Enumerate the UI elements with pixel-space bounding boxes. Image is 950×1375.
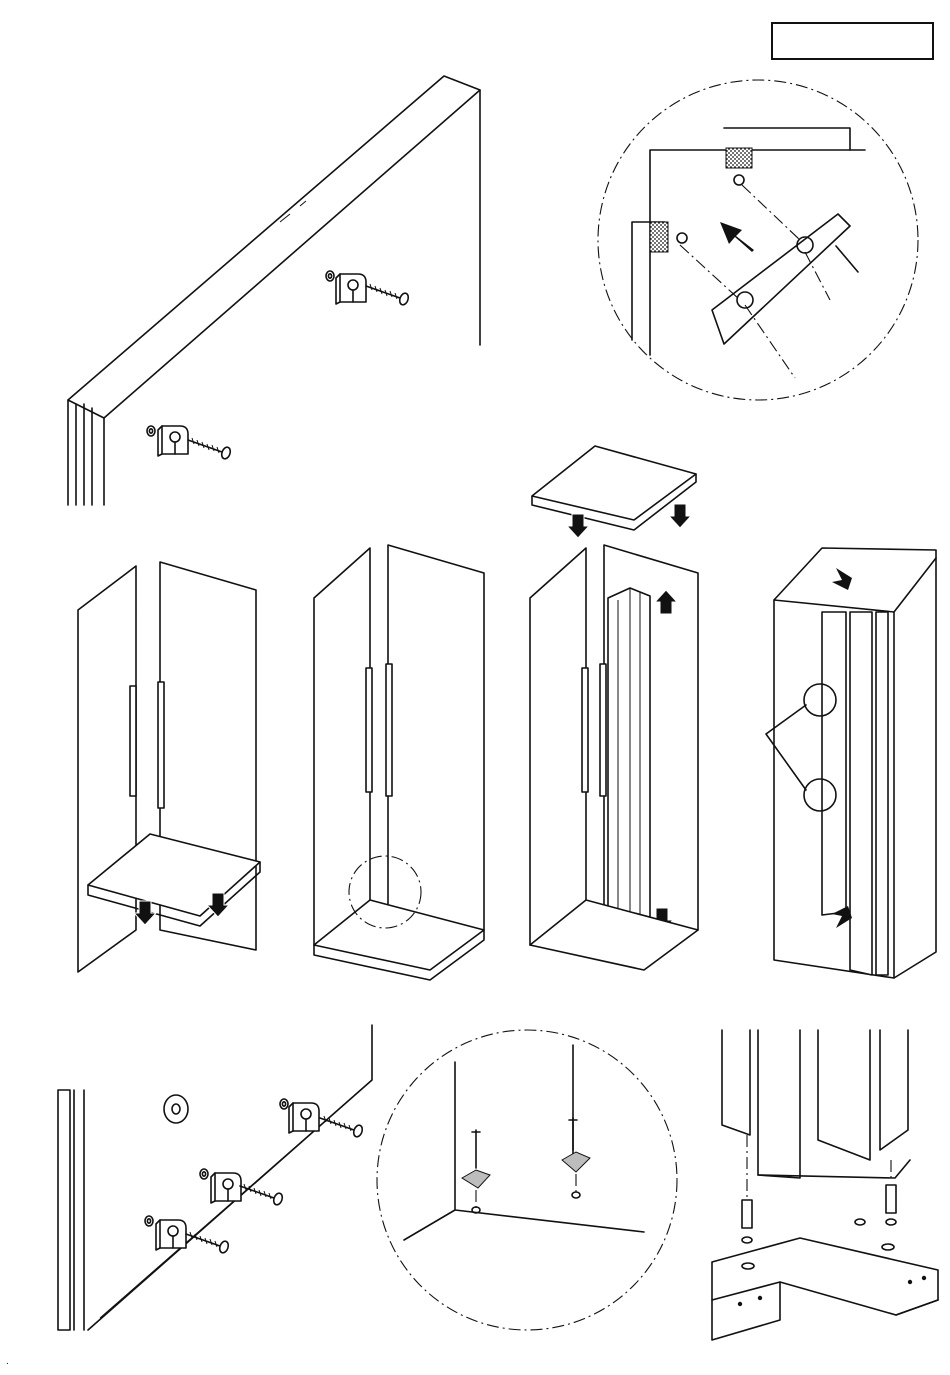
screw-icon (569, 1118, 577, 1150)
cabinet-assembly-sequence (78, 446, 936, 980)
washer-icon (200, 1169, 208, 1179)
washer-icon (147, 426, 155, 436)
floor-corner-detail (377, 1030, 677, 1330)
screw-icon (240, 1184, 284, 1206)
washer-icon (164, 1095, 188, 1123)
wall-bracket-icon (289, 1103, 319, 1133)
door-profile (822, 612, 846, 915)
washer-icon (886, 1219, 896, 1225)
corner-bracket-icon (562, 1152, 590, 1172)
top-corner-detail (598, 80, 918, 400)
down-arrow-icon (134, 901, 156, 925)
push-arrow-icon (720, 222, 754, 252)
wall-bracket-icon (156, 1220, 186, 1250)
screw-icon (734, 175, 744, 185)
screw-icon (836, 246, 858, 272)
cabinet-with-base (314, 545, 484, 980)
detail-circle-icon (377, 1030, 677, 1330)
washer-icon (742, 1237, 752, 1243)
wall-bracket-icon (211, 1173, 241, 1203)
screw-icon (366, 284, 410, 306)
page-number-box (771, 22, 934, 60)
cabinet-with-top (530, 446, 698, 970)
wall-bracket-detail (68, 76, 480, 505)
washer-icon (145, 1216, 153, 1226)
door-profile (608, 588, 650, 955)
leveling-foot-detail (712, 1030, 938, 1340)
base-frame (712, 1238, 938, 1315)
washer-icon (326, 271, 334, 281)
bottom-bracket-detail (58, 1025, 372, 1330)
top-panel (532, 446, 696, 520)
screw-icon (677, 233, 687, 243)
stray-mark: . (6, 1356, 9, 1367)
washer-icon (280, 1099, 288, 1109)
wall-bracket-icon (158, 426, 188, 456)
down-arrow-icon (669, 504, 691, 528)
wall-panel-top-edge (68, 76, 480, 418)
cabinet-open-frame (78, 562, 260, 972)
wall-bracket-icon (336, 274, 366, 304)
corner-bracket-icon (462, 1170, 490, 1188)
screw-icon (472, 1130, 480, 1168)
screw-icon (186, 1232, 230, 1254)
cabinet-complete (766, 548, 936, 978)
screw-icon (188, 438, 232, 460)
leveling-foot-icon (742, 1200, 752, 1228)
leveling-foot-icon (886, 1185, 896, 1213)
corner-hatch (726, 148, 752, 168)
